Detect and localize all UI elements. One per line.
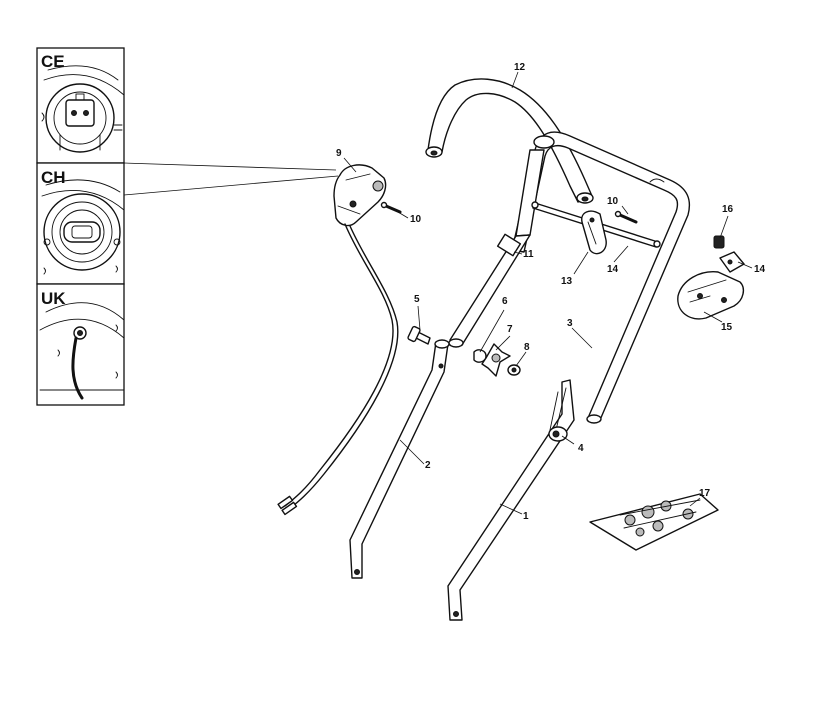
part-13-cable-guide (581, 210, 607, 255)
inset-projection-top (123, 162, 337, 171)
callout-4: 4 (578, 443, 584, 454)
part-10-screw-left (380, 201, 402, 214)
inset-ce: CE (36, 47, 125, 164)
callout-17: 16 (722, 204, 734, 215)
part-1-lower-tube-right (447, 379, 575, 621)
part-8-nut (507, 364, 521, 376)
callout-numbers: 9 10 12 10 11 13 14 5 6 7 8 3 4 2 1 16 1… (336, 62, 766, 522)
inset-uk-label: UK (41, 289, 66, 308)
callout-1: 1 (523, 511, 529, 522)
callout-10-left: 10 (410, 214, 422, 225)
part-16-bracket (677, 271, 745, 320)
part-7-knob (481, 343, 511, 377)
inset-panels: CE CH UK (36, 47, 339, 406)
callout-18: 17 (699, 488, 711, 499)
callout-6: 6 (502, 296, 508, 307)
callout-11: 11 (523, 249, 534, 260)
leader-lines (343, 71, 753, 515)
part-6-washer (473, 349, 487, 363)
inset-projection-bottom (123, 175, 339, 196)
inset-ch: CH (36, 162, 125, 285)
part-9-switch-box (277, 164, 399, 516)
callout-15: 14 (754, 264, 766, 275)
part-18-hardware-bag (589, 493, 719, 551)
inset-ce-label: CE (41, 52, 65, 71)
callout-2: 2 (425, 460, 431, 471)
inset-uk: UK (36, 283, 125, 406)
part-11-upper-tube (448, 149, 545, 348)
part-5-bolt (407, 325, 431, 345)
part-4-knob (548, 426, 568, 442)
callout-10-right: 10 (607, 196, 619, 207)
callout-3: 3 (567, 318, 573, 329)
part-15-latch (719, 251, 745, 273)
callout-12: 12 (514, 62, 526, 73)
callout-9: 9 (336, 148, 342, 159)
callout-16: 15 (721, 322, 733, 333)
callout-5: 5 (414, 294, 420, 305)
part-2-lower-tube-left (349, 339, 450, 579)
callout-7: 7 (507, 324, 513, 335)
part-3-upper-frame (511, 131, 691, 424)
callout-13: 13 (561, 276, 573, 287)
callout-14: 14 (607, 264, 619, 275)
part-10-screw-right (614, 210, 638, 224)
callout-8: 8 (524, 342, 530, 353)
inset-ch-label: CH (41, 168, 66, 187)
part-17-spring (713, 235, 725, 249)
